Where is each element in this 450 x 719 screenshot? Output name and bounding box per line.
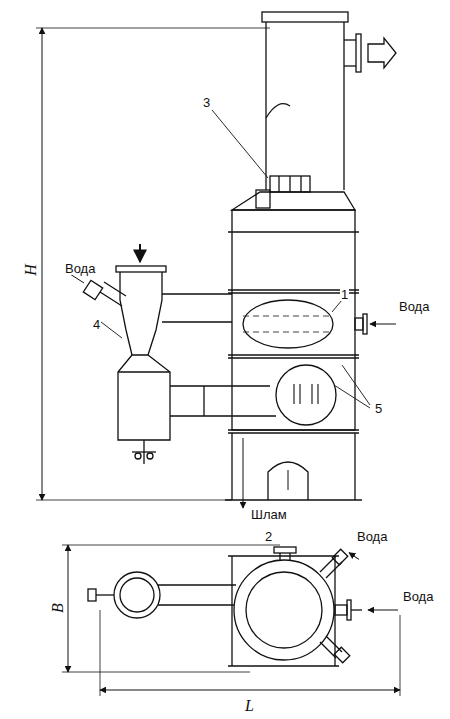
water-label: Вода	[402, 590, 434, 603]
callout-number: 4	[92, 318, 101, 331]
dimension-label: L	[244, 698, 255, 714]
dimension-label: В	[50, 602, 66, 614]
callout-number: 1	[340, 288, 349, 301]
water-label: Вода	[398, 300, 430, 313]
sludge-label: Шлам	[250, 508, 288, 521]
callout-number: 2	[264, 530, 273, 543]
callout-number: 3	[202, 96, 211, 109]
callout-number: 5	[374, 402, 383, 415]
water-label: Вода	[356, 530, 388, 543]
water-label: Вода	[64, 262, 96, 275]
dimension-label: H	[23, 263, 39, 277]
